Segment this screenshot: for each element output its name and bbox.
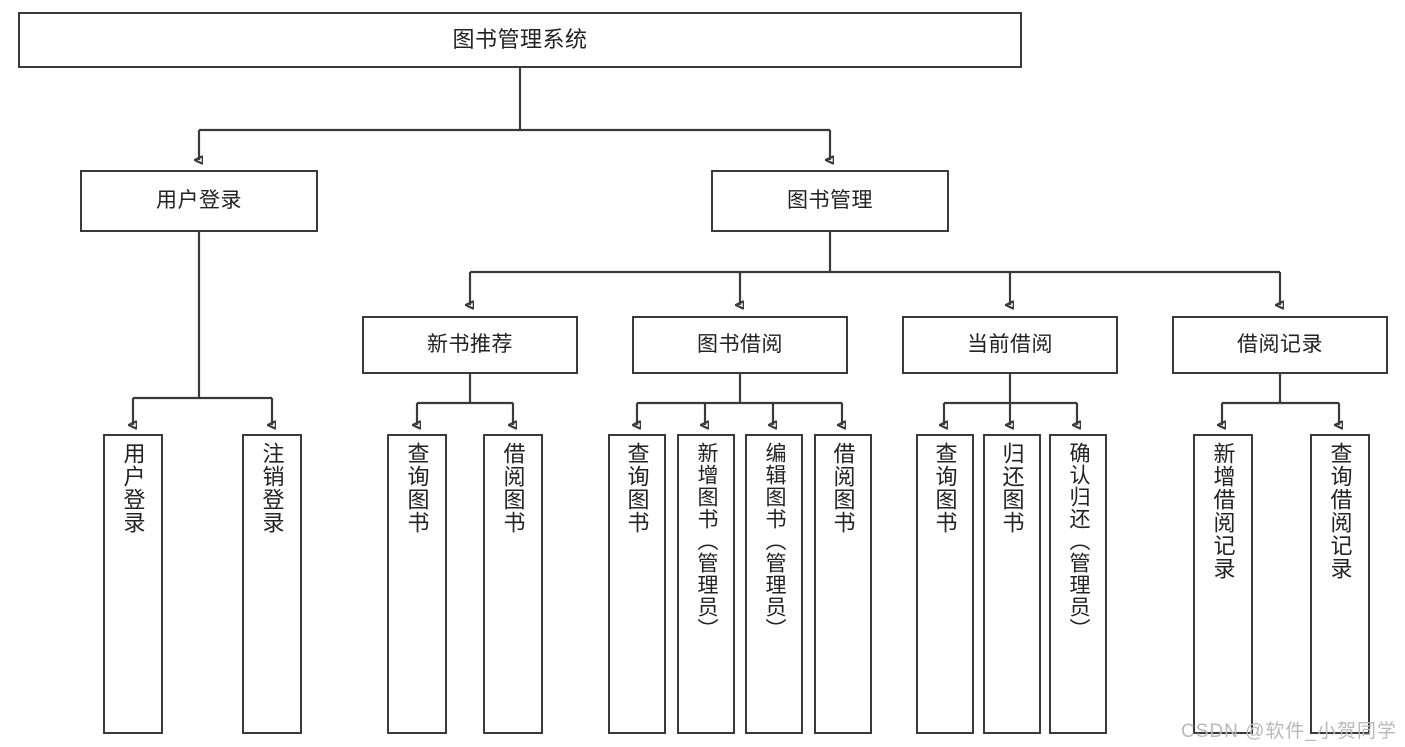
node-label: 查询借阅记录 bbox=[1327, 442, 1353, 580]
node-label: 归还图书 bbox=[999, 442, 1025, 534]
node-label: 查询图书 bbox=[404, 442, 430, 534]
leaf-query-book-new[interactable]: 查询图书 bbox=[387, 434, 447, 734]
node-borrow-record[interactable]: 借阅记录 bbox=[1172, 316, 1388, 374]
node-current-borrow[interactable]: 当前借阅 bbox=[902, 316, 1118, 374]
watermark: CSDN @软件_小贺同学 bbox=[1181, 721, 1397, 742]
leaf-borrow-book-new[interactable]: 借阅图书 bbox=[483, 434, 543, 734]
node-label: 确认归还（管理员） bbox=[1067, 442, 1091, 640]
node-label: 图书管理 bbox=[787, 188, 873, 212]
leaf-query-book-current[interactable]: 查询图书 bbox=[916, 434, 974, 734]
leaf-return-book[interactable]: 归还图书 bbox=[983, 434, 1041, 734]
node-label: 新书推荐 bbox=[427, 332, 513, 356]
leaf-borrow-book[interactable]: 借阅图书 bbox=[814, 434, 872, 734]
leaf-add-borrow-record[interactable]: 新增借阅记录 bbox=[1193, 434, 1253, 734]
node-label: 新增图书（管理员） bbox=[695, 442, 719, 640]
leaf-confirm-return-admin[interactable]: 确认归还（管理员） bbox=[1049, 434, 1107, 734]
node-label: 借阅记录 bbox=[1237, 332, 1323, 356]
node-user-login[interactable]: 用户登录 bbox=[80, 170, 318, 232]
node-root-system[interactable]: 图书管理系统 bbox=[18, 12, 1022, 68]
node-label: 借阅图书 bbox=[830, 442, 856, 534]
node-book-management[interactable]: 图书管理 bbox=[711, 170, 949, 232]
node-label: 用户登录 bbox=[120, 442, 146, 534]
node-label: 注销登录 bbox=[259, 442, 285, 534]
node-label: 借阅图书 bbox=[500, 442, 526, 534]
node-book-borrow[interactable]: 图书借阅 bbox=[632, 316, 848, 374]
node-label: 用户登录 bbox=[156, 188, 242, 212]
node-label: 新增借阅记录 bbox=[1210, 442, 1236, 580]
leaf-user-login[interactable]: 用户登录 bbox=[103, 434, 163, 734]
node-label: 图书借阅 bbox=[697, 332, 783, 356]
node-new-book-recommend[interactable]: 新书推荐 bbox=[362, 316, 578, 374]
leaf-add-book-admin[interactable]: 新增图书（管理员） bbox=[677, 434, 735, 734]
node-label: 当前借阅 bbox=[967, 332, 1053, 356]
leaf-logout[interactable]: 注销登录 bbox=[242, 434, 302, 734]
node-label: 查询图书 bbox=[624, 442, 650, 534]
node-label: 编辑图书（管理员） bbox=[763, 442, 787, 640]
leaf-edit-book-admin[interactable]: 编辑图书（管理员） bbox=[745, 434, 803, 734]
node-label: 图书管理系统 bbox=[452, 27, 588, 53]
leaf-query-book-borrow[interactable]: 查询图书 bbox=[608, 434, 666, 734]
node-label: 查询图书 bbox=[932, 442, 958, 534]
leaf-query-borrow-record[interactable]: 查询借阅记录 bbox=[1310, 434, 1370, 734]
